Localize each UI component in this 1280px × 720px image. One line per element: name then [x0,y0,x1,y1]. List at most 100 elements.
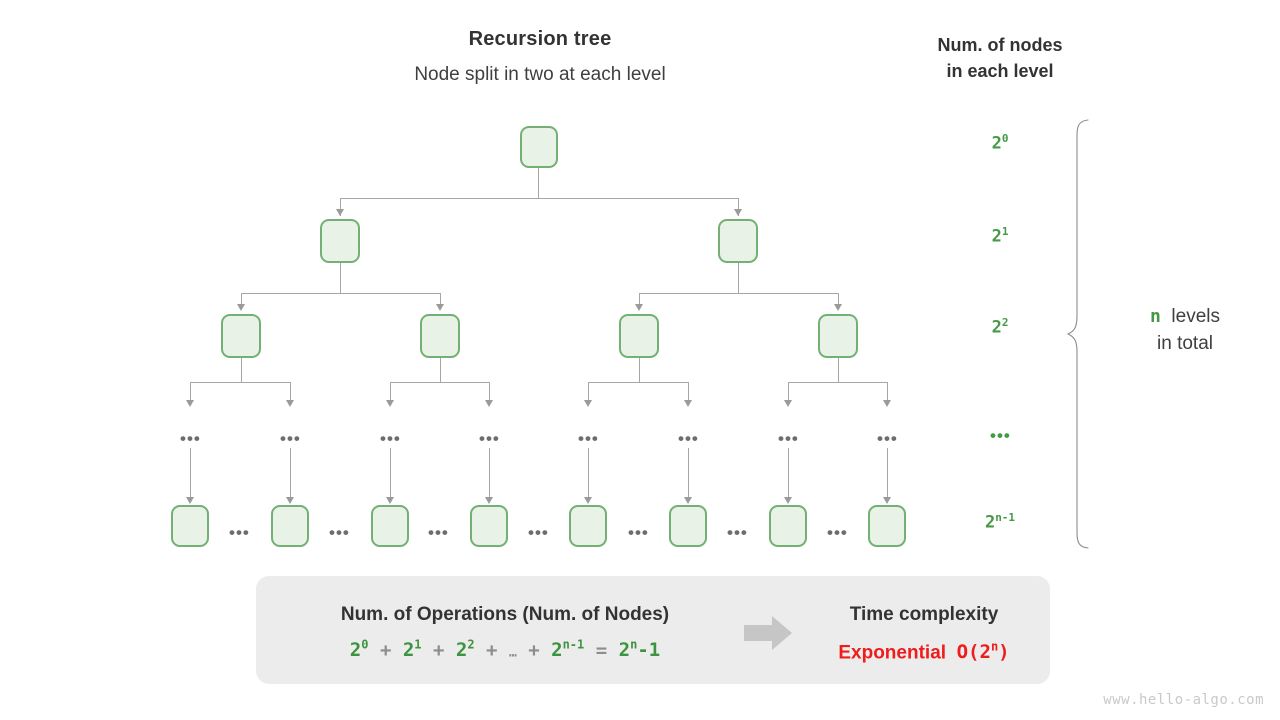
connector-l4-stem-5 [588,448,589,498]
complexity-notation: O(2n) [956,640,1010,664]
connector-l3-drop-7 [788,382,789,401]
formula-ellipsis: … [508,645,517,661]
formula-term-3-exp: 2 [467,638,475,652]
ellipsis-between-7: ••• [827,523,848,542]
complexity-notation-pre: O(2 [956,641,991,664]
ellipsis-between-4: ••• [528,523,549,542]
formula-term-2-base: 2 [402,639,415,662]
tree-node-level2-4[interactable] [818,314,858,358]
arrow-head-l4-5 [583,497,592,504]
page-title: Recursion tree [468,28,612,50]
arrow-head-l2-1 [236,304,245,311]
right-arrow-icon [744,616,792,650]
arrow-head-l2-4 [833,304,842,311]
connector-l4-stem-7 [788,448,789,498]
connector-l2-drop-2 [440,293,441,306]
arrow-head-l3-7 [783,400,792,407]
connector-l3-drop-4 [489,382,490,401]
complexity-notation-exp: n [990,640,999,654]
right-column-title: Num. of nodes in each level [890,32,1110,84]
arrow-head-l4-6 [683,497,692,504]
connector-l2-4-bar [788,382,888,383]
tree-node-last-3[interactable] [371,505,409,547]
formula-term-5-exp: n [630,638,638,652]
connector-l1-right-bar [639,293,838,294]
page-subtitle: Node split in two at each level [414,64,666,85]
tree-node-last-7[interactable] [769,505,807,547]
complexity-notation-post: ) [998,641,1010,664]
arrow-head-l3-3 [385,400,394,407]
formula-term-1-base: 2 [349,639,362,662]
connector-l3-drop-8 [887,382,888,401]
ellipsis-skip-4: ••• [479,429,500,448]
arrow-head-l3-1 [185,400,194,407]
connector-l1-right-stem [738,263,739,293]
connector-l1-drop-left [340,198,341,216]
formula-equals: = [595,639,608,662]
formula-term-4: 2n-1 [551,638,585,661]
connector-l2-1-bar [190,382,291,383]
tree-node-last-4[interactable] [470,505,508,547]
connector-l4-stem-2 [290,448,291,498]
tree-node-level0-1[interactable] [520,126,558,168]
ellipsis-skip-5: ••• [578,429,599,448]
connector-l2-3-bar [588,382,689,383]
connector-l2-drop-3 [639,293,640,306]
formula-term-4-exp: n-1 [562,638,585,652]
arrow-head-l1-right [733,209,742,216]
tree-node-level2-1[interactable] [221,314,261,358]
ellipsis-skip-8: ••• [877,429,898,448]
arrow-head-l3-5 [583,400,592,407]
tree-node-last-8[interactable] [868,505,906,547]
levels-word: levels [1171,306,1220,327]
connector-l3-drop-5 [588,382,589,401]
formula-term-2: 21 [402,638,422,662]
level-count-exp-2: 2 [1001,316,1009,329]
tree-node-level1-2[interactable] [718,219,758,263]
ellipsis-skip-1: ••• [180,429,201,448]
level-count-label-ellipsis: ••• [990,426,1011,445]
tree-node-last-6[interactable] [669,505,707,547]
ellipsis-skip-3: ••• [380,429,401,448]
tree-node-level2-3[interactable] [619,314,659,358]
connector-l2-3-stem [639,358,640,382]
ellipsis-skip-6: ••• [678,429,699,448]
summary-panel [256,576,1050,684]
connector-l3-drop-6 [688,382,689,401]
tree-node-last-5[interactable] [569,505,607,547]
connector-l3-drop-2 [290,382,291,401]
connector-l4-stem-1 [190,448,191,498]
connector-l1-left-bar [241,293,440,294]
levels-total-line2: in total [1157,333,1213,354]
levels-total-line1: n levels [1105,303,1265,330]
connector-l2-drop-4 [838,293,839,306]
arrow-head-l4-7 [783,497,792,504]
level-count-base-0: 2 [991,133,1002,154]
formula-op-4: + [528,639,540,662]
tree-node-level2-2[interactable] [420,314,460,358]
levels-count-symbol: n [1150,306,1161,327]
tree-node-level1-1[interactable] [320,219,360,263]
connector-l2-2-stem [440,358,441,382]
ellipsis-between-3: ••• [428,523,449,542]
level-count-label-0: 20 [955,132,1045,154]
level-count-exp-last: n-1 [995,511,1016,524]
connector-l4-stem-8 [887,448,888,498]
arrow-head-l3-2 [285,400,294,407]
connector-l4-stem-4 [489,448,490,498]
ellipsis-between-5: ••• [628,523,649,542]
connector-l2-4-stem [838,358,839,382]
connector-l2-2-bar [390,382,490,383]
right-column-title-line2: in each level [946,61,1054,81]
tree-node-last-2[interactable] [271,505,309,547]
arrow-head-l3-6 [683,400,692,407]
arrow-head-l2-2 [435,304,444,311]
arrow-head-l3-4 [484,400,493,407]
connector-l2-drop-1 [241,293,242,306]
arrow-head-l4-1 [185,497,194,504]
complexity-word: Exponential [838,642,947,664]
connector-l2-1-stem [241,358,242,382]
summary-right-value: Exponential O(2n) [800,640,1048,664]
arrow-head-l4-8 [882,497,891,504]
tree-node-last-1[interactable] [171,505,209,547]
